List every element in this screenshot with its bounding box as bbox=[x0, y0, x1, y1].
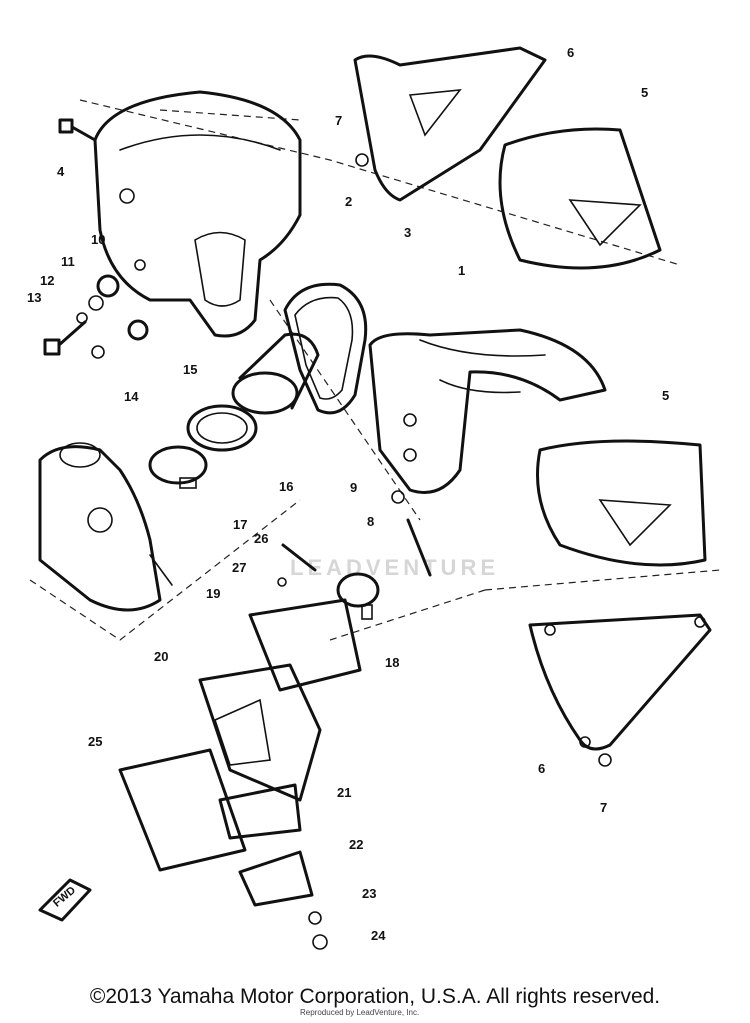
callout-number: 27 bbox=[232, 560, 246, 575]
callout-number: 3 bbox=[404, 225, 411, 240]
forward-arrow-icon bbox=[38, 878, 92, 922]
reprint-notice: Reproduced by LeadVenture, Inc. bbox=[300, 1008, 420, 1017]
callout-number: 16 bbox=[279, 479, 293, 494]
carburetor bbox=[38, 442, 173, 612]
callout-number: 19 bbox=[206, 586, 220, 601]
air-filter-element-upper bbox=[498, 127, 662, 270]
callout-number: 14 bbox=[124, 389, 139, 404]
callout-number: 1 bbox=[458, 263, 465, 278]
exploded-parts-diagram: 1234556677891011121314151617181920212223… bbox=[27, 45, 721, 950]
callout-number: 23 bbox=[362, 886, 376, 901]
callout-number: 10 bbox=[91, 232, 105, 247]
callout-number: 25 bbox=[88, 734, 102, 749]
guide-lines bbox=[29, 99, 721, 641]
air-box-cover bbox=[93, 90, 302, 338]
callout-number: 6 bbox=[567, 45, 574, 60]
callout-number: 18 bbox=[385, 655, 399, 670]
callout-number: 17 bbox=[233, 517, 247, 532]
watermark-text: LEADVENTURE bbox=[290, 555, 500, 580]
air-filter-element-lower bbox=[536, 439, 707, 567]
callout-number: 9 bbox=[350, 480, 357, 495]
callout-number: 22 bbox=[349, 837, 363, 852]
air-box-gasket bbox=[283, 282, 368, 415]
filter-guide-upper bbox=[353, 46, 547, 202]
callout-number: 8 bbox=[367, 514, 374, 529]
callout-number: 15 bbox=[183, 362, 197, 377]
callout-number: 20 bbox=[154, 649, 168, 664]
callout-number: 4 bbox=[57, 164, 65, 179]
callout-number: 13 bbox=[27, 290, 41, 305]
callout-number: 6 bbox=[538, 761, 545, 776]
callout-number: 7 bbox=[335, 113, 342, 128]
copyright-notice: ©2013 Yamaha Motor Corporation, U.S.A. A… bbox=[89, 985, 661, 1008]
callout-number: 2 bbox=[345, 194, 352, 209]
reed-valve-assembly bbox=[118, 598, 362, 907]
callout-number: 24 bbox=[371, 928, 386, 943]
air-box-case bbox=[368, 328, 607, 494]
callout-numbers: 1234556677891011121314151617181920212223… bbox=[27, 45, 669, 943]
fasteners bbox=[43, 118, 612, 950]
callout-number: 5 bbox=[641, 85, 648, 100]
filter-guide-lower bbox=[528, 613, 712, 751]
callout-number: 21 bbox=[337, 785, 351, 800]
intake-boot bbox=[231, 332, 320, 415]
callout-number: 26 bbox=[254, 531, 268, 546]
callout-number: 12 bbox=[40, 273, 54, 288]
callout-number: 7 bbox=[600, 800, 607, 815]
joint-clamps bbox=[148, 404, 380, 620]
callout-number: 5 bbox=[662, 388, 669, 403]
callout-number: 11 bbox=[61, 254, 75, 269]
